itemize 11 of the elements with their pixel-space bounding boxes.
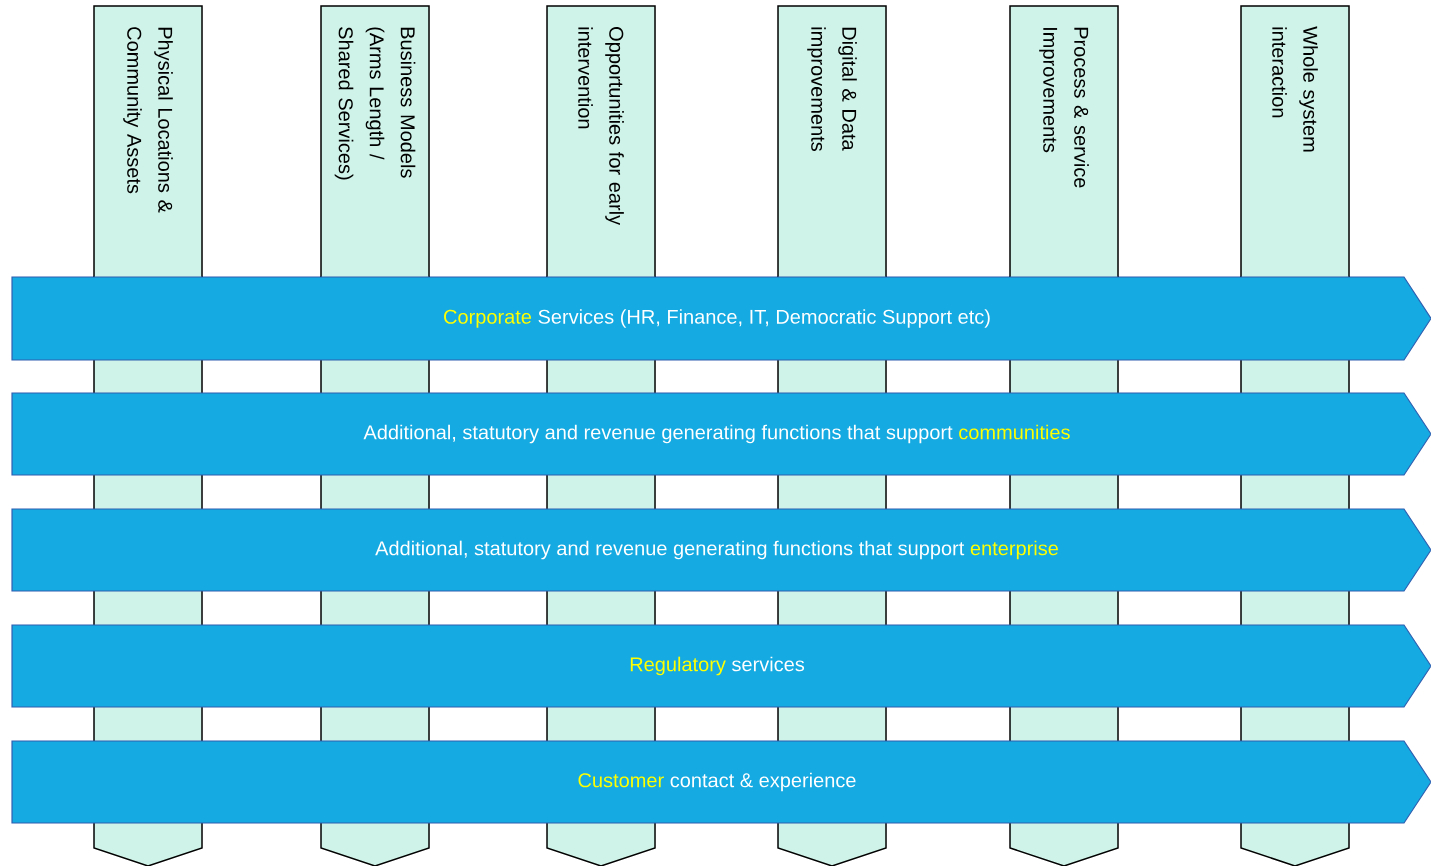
service-band: Corporate Services (HR, Finance, IT, Democratic Support etc) [11,276,1431,361]
service-band: Additional, statutory and revenue generating functions that support communities [11,392,1431,476]
theme-column: Physical Locations & Community Assets [93,5,203,279]
theme-column: Process & service Improvements [1009,5,1119,279]
theme-column: Whole system interaction [1240,5,1350,279]
service-band: Additional, statutory and revenue generating functions that support enterprise [11,508,1431,592]
service-band: Regulatory services [11,624,1431,708]
theme-column: Opportunities for early intervention [546,5,656,279]
theme-column: Digital & Data improvements [777,5,887,279]
service-band: Customer contact & experience [11,740,1431,824]
theme-column: Business Models (Arms Length / Shared Services) [320,5,430,279]
